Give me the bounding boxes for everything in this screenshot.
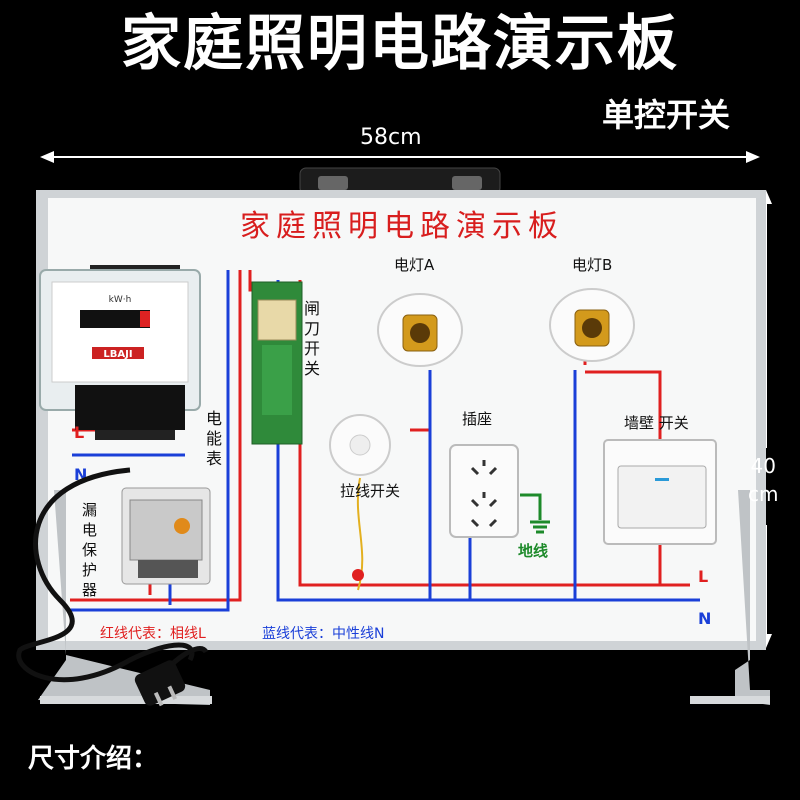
ground-wiring (520, 493, 550, 534)
line-l-right: L (698, 567, 708, 586)
meter-label-3: 表 (206, 449, 222, 468)
main-title: 家庭照明电路演示板 (121, 9, 679, 79)
meter-label-1: 电 (206, 409, 222, 428)
board-handle (299, 167, 501, 195)
height-value: 40 (750, 454, 776, 478)
board-stands (38, 490, 770, 705)
width-dimension-arrow (40, 151, 760, 163)
line-n-right: N (698, 609, 711, 628)
line-l-left: L (74, 423, 84, 442)
lamp-a-label: 电灯A (394, 256, 435, 274)
ground-label: 地线 (518, 542, 548, 560)
lamp-holder-b (549, 288, 635, 362)
leakage-label: 漏电保护器 (82, 501, 97, 599)
pull-switch (329, 414, 391, 591)
width-dimension-label: 58cm (360, 125, 422, 150)
meter-brand: LBAJI (103, 349, 132, 360)
leakage-protector (121, 487, 211, 585)
knife-switch (251, 281, 303, 445)
wall-switch-label: 墙壁 开关 (624, 414, 689, 432)
board-title: 家庭照明电路演示板 (240, 209, 564, 244)
subtitle: 单控开关 (601, 96, 730, 134)
lamp-holder-a (377, 293, 463, 367)
meter-label-2: 能 (206, 429, 222, 448)
power-socket (449, 444, 519, 538)
height-unit: cm (748, 482, 779, 506)
socket-label: 插座 (462, 410, 492, 428)
knife-switch-label: 闸刀开关 (304, 299, 320, 378)
height-dimension-label: 40 cm (748, 452, 778, 508)
meter-unit: kW·h (109, 295, 132, 305)
power-plug (134, 660, 186, 707)
lamp-b-label: 电灯B (572, 256, 612, 274)
wall-switch (603, 439, 717, 545)
electricity-meter: LBAJI kW·h (39, 265, 201, 440)
size-intro-label: 尺寸介绍： (28, 744, 159, 774)
legend-phase: 红线代表：相线L (100, 626, 206, 642)
pull-switch-label: 拉线开关 (340, 482, 400, 500)
legend-neutral: 蓝线代表：中性线N (262, 626, 384, 642)
